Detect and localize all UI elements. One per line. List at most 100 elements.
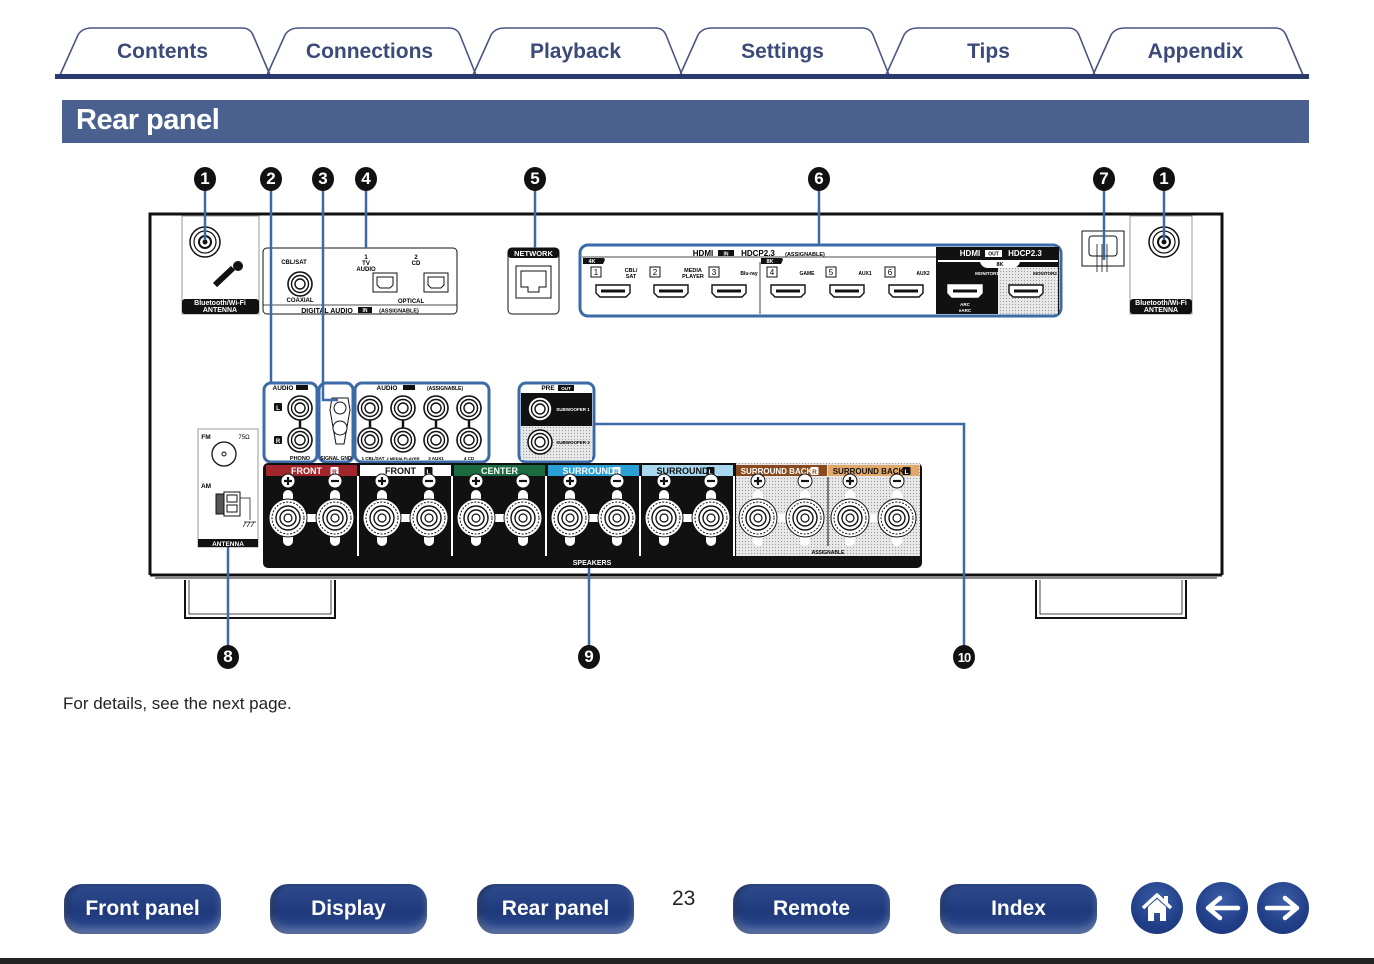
svg-text:HDMI: HDMI [693, 249, 713, 258]
speaker-channel-label: SURROUND BACK [833, 467, 905, 476]
chassis-outline [148, 212, 1224, 575]
svg-text:3: 3 [712, 268, 717, 277]
callout-10: 10 [953, 645, 975, 669]
speaker-channel-header [548, 465, 639, 476]
svg-text:PLAYER: PLAYER [682, 274, 704, 280]
forward-button[interactable] [1257, 882, 1309, 934]
callout-5: 5 [524, 167, 546, 191]
svg-text:SUBWOOFER 1: SUBWOOFER 1 [556, 407, 590, 412]
index-button[interactable]: Index [940, 884, 1097, 934]
speaker-channel-header [360, 465, 451, 476]
svg-text:AUX2: AUX2 [916, 271, 930, 277]
speaker-channel-label: FRONT [385, 466, 416, 476]
audio-in-assignable: AUDIO (ASSIGNABLE) 1 CBL/SAT 2 MEDIA PLA… [353, 381, 491, 464]
tab-connections[interactable]: Connections [305, 39, 434, 63]
rear-panel-button[interactable]: Rear panel [477, 884, 634, 934]
speaker-channel-header [828, 465, 919, 476]
front-panel-button[interactable]: Front panel [64, 884, 221, 934]
svg-text:CBL/SAT: CBL/SAT [281, 260, 307, 266]
speaker-channel-label: SURROUND [562, 466, 615, 476]
bt-antenna-label: Bluetooth/Wi-Fi [194, 300, 246, 307]
svg-text:6: 6 [888, 268, 893, 277]
arrow-left-icon [1205, 895, 1241, 921]
svg-text:MONITOR2: MONITOR2 [1033, 271, 1057, 276]
svg-text:R: R [276, 439, 281, 445]
bt-antenna-label2: ANTENNA [203, 307, 237, 314]
page-title: Rear panel [76, 104, 220, 136]
fm-am-antenna: FM 75Ω AM ANTENNA [197, 428, 259, 548]
tab-playback[interactable]: Playback [529, 39, 622, 63]
svg-text:2: 2 [653, 268, 658, 277]
tab-tips[interactable]: Tips [967, 39, 1010, 63]
speaker-channel-header [454, 465, 545, 476]
rear-panel-diagram: Bluetooth/Wi-Fi ANTENNA Bluetooth/Wi-Fi … [148, 190, 1224, 646]
svg-text:AUX1: AUX1 [858, 271, 872, 277]
svg-text:eARC: eARC [959, 308, 972, 313]
speaker-side-badge [706, 467, 715, 475]
speaker-channel-label: CENTER [481, 466, 519, 476]
svg-text:PRE: PRE [541, 385, 555, 392]
callout-7: 7 [1093, 167, 1115, 191]
svg-text:SUBWOOFER 2: SUBWOOFER 2 [556, 440, 590, 445]
svg-text:HDCP2.3: HDCP2.3 [741, 249, 775, 258]
tab-settings[interactable]: Settings [741, 39, 824, 63]
home-icon [1141, 893, 1173, 921]
back-button[interactable] [1196, 882, 1248, 934]
speaker-side-badge [424, 467, 433, 475]
svg-text:NETWORK: NETWORK [514, 249, 553, 258]
speaker-channel-header [736, 465, 827, 476]
svg-text:2: 2 [414, 255, 418, 261]
speaker-channel-header [266, 465, 357, 476]
callout-9: 9 [578, 645, 600, 669]
speaker-side-letter: L [709, 469, 713, 476]
speaker-side-badge [612, 467, 621, 475]
hdmi-in-6: 6 AUX2 [884, 266, 930, 298]
callout-2: 2 [260, 167, 282, 191]
callout-4: 4 [355, 167, 377, 191]
bt-antenna-right: Bluetooth/Wi-Fi ANTENNA [1129, 215, 1193, 315]
svg-text:IN: IN [363, 308, 368, 314]
speaker-channel-label: SURROUND BACK [741, 467, 813, 476]
svg-text:OUT: OUT [561, 386, 571, 391]
svg-text:(ASSIGNABLE): (ASSIGNABLE) [379, 309, 419, 315]
speaker-side-letter: R [332, 469, 337, 476]
remote-button[interactable]: Remote [733, 884, 890, 934]
foot-left [184, 580, 336, 619]
svg-text:SIGNAL GND: SIGNAL GND [320, 456, 352, 462]
svg-text:SAT: SAT [626, 274, 637, 280]
svg-text:DIGITAL AUDIO: DIGITAL AUDIO [301, 308, 353, 315]
audio-in-phono: AUDIO L R PHONO [262, 381, 319, 464]
svg-text:ANTENNA: ANTENNA [212, 541, 244, 548]
page-number: 23 [672, 887, 696, 910]
signal-gnd: SIGNAL GND [317, 381, 355, 464]
svg-text:FM: FM [201, 434, 210, 441]
display-button[interactable]: Display [270, 884, 427, 934]
speaker-side-badge [330, 467, 339, 475]
speaker-side-badge [902, 467, 911, 475]
tab-contents[interactable]: Contents [117, 39, 208, 63]
home-button[interactable] [1131, 882, 1183, 934]
callout-3: 3 [312, 167, 334, 191]
svg-text:HDMI: HDMI [960, 249, 980, 258]
section-header: Rear panel [62, 100, 1309, 143]
svg-text:5: 5 [829, 268, 834, 277]
svg-text:3 AUX1: 3 AUX1 [428, 456, 444, 461]
foot-right [1035, 580, 1187, 619]
svg-text:IN: IN [724, 252, 729, 258]
svg-text:L: L [276, 406, 280, 412]
callout-6: 6 [808, 167, 830, 191]
svg-text:GAME: GAME [800, 271, 816, 277]
callout-8: 8 [217, 645, 239, 669]
svg-text:SPEAKERS: SPEAKERS [573, 560, 612, 567]
svg-text:1: 1 [594, 268, 599, 277]
hdmi-in-5: 5 AUX1 [825, 266, 872, 298]
tab-appendix[interactable]: Appendix [1147, 39, 1244, 63]
svg-text:ANTENNA: ANTENNA [1144, 307, 1178, 314]
svg-text:75Ω: 75Ω [238, 435, 250, 441]
svg-text:ASSIGNABLE: ASSIGNABLE [812, 550, 845, 556]
bottom-rule [0, 958, 1374, 964]
svg-text:HDCP2.3: HDCP2.3 [1008, 249, 1042, 258]
